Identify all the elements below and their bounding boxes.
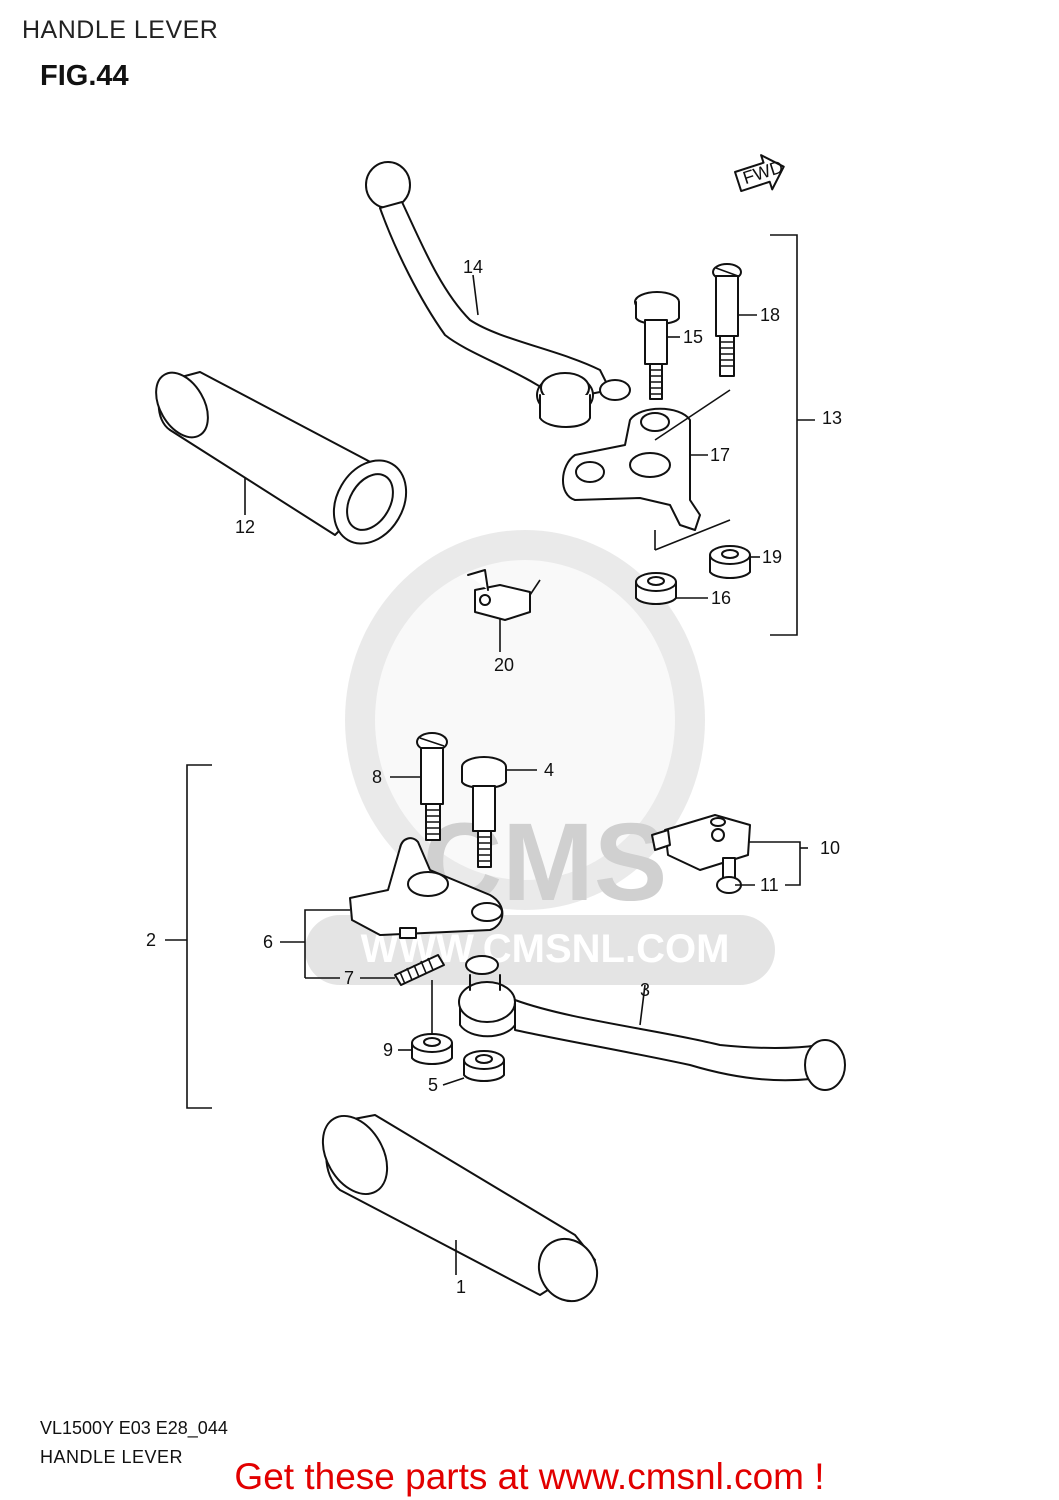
callout-10: 10	[820, 838, 840, 858]
figure-number: FIG.44	[40, 60, 129, 92]
part-8-screw	[416, 732, 448, 841]
part-20-switch	[467, 569, 541, 621]
callout-11: 11	[760, 875, 779, 895]
callout-15: 15	[683, 327, 703, 347]
part-14-brake-lever	[365, 161, 631, 428]
part-9-nut	[411, 1033, 453, 1065]
callout-7: 7	[344, 968, 354, 988]
fwd-arrow-icon: FWD	[734, 154, 786, 193]
callout-9: 9	[383, 1040, 393, 1060]
callout-8: 8	[372, 767, 382, 787]
model-code: VL1500Y E03 E28_044	[40, 1418, 228, 1438]
part-6-lever-holder	[349, 837, 504, 939]
bracket-13	[770, 234, 798, 636]
part-16-nut	[635, 572, 677, 605]
page-title: HANDLE LEVER	[22, 16, 219, 44]
callout-4: 4	[544, 760, 554, 780]
cta-link[interactable]: Get these parts at www.cmsnl.com !	[234, 1456, 825, 1497]
leader-18	[654, 389, 731, 441]
part-17-lever-holder	[562, 407, 701, 531]
callout-20: 20	[494, 655, 514, 675]
watermark: CMS WWW.CMSNL.COM	[305, 530, 775, 985]
part-18-screw	[712, 263, 742, 377]
part-10-clutch-switch	[651, 814, 751, 871]
callout-13: 13	[822, 408, 842, 428]
part-4-pivot-bolt	[461, 756, 507, 868]
footer-caption: HANDLE LEVER	[40, 1447, 184, 1467]
leader-17-19	[654, 519, 731, 551]
callout-12: 12	[235, 517, 255, 537]
callout-16: 16	[711, 588, 731, 608]
part-15-pivot-bolt	[634, 291, 680, 400]
callout-5: 5	[428, 1075, 438, 1095]
callout-2: 2	[146, 930, 156, 950]
part-19-nut	[709, 545, 751, 579]
part-11-screw	[716, 857, 742, 894]
callout-17: 17	[710, 445, 730, 465]
callout-1: 1	[456, 1277, 466, 1297]
callout-labels: 1 2 3 4 5 6 7 8 9 10 11 12 13 14 15 16 1…	[146, 257, 842, 1297]
callout-6: 6	[263, 932, 273, 952]
leader-lines	[244, 274, 808, 1275]
part-1-right-grip	[321, 1114, 599, 1303]
callout-14: 14	[463, 257, 483, 277]
part-5-nut	[463, 1050, 505, 1082]
bracket-2	[186, 764, 212, 1109]
callout-18: 18	[760, 305, 780, 325]
callout-19: 19	[762, 547, 782, 567]
part-3-clutch-lever	[458, 955, 846, 1091]
part-7-spring	[394, 954, 445, 986]
callout-3: 3	[640, 980, 650, 1000]
part-12-left-grip	[155, 371, 408, 545]
